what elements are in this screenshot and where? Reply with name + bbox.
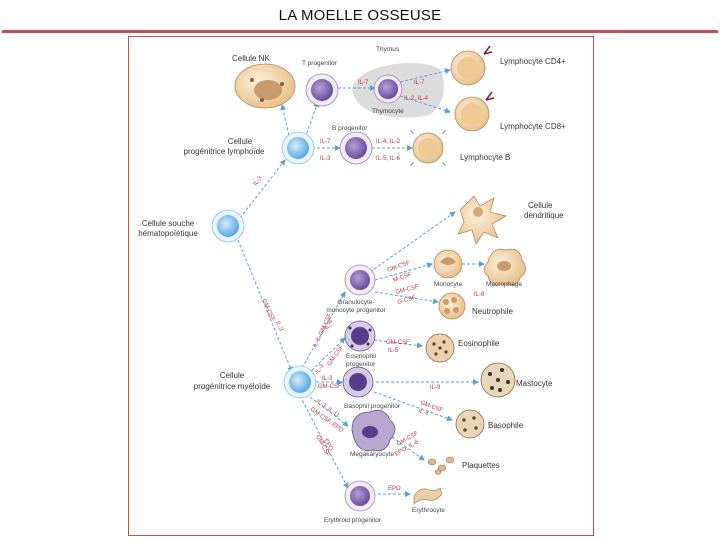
label-cd4: Lymphocyte CD4+ — [500, 57, 566, 66]
cytokine-il7-thy: IL-7 — [414, 80, 425, 86]
arrow-myeloid-to-eos — [307, 337, 346, 375]
cell-b-lymphocyte — [409, 129, 447, 167]
label-eosinophile: Eosinophile — [458, 339, 500, 348]
cell-basophil-progenitor — [342, 366, 374, 398]
cytokine-gmcsf-neut-1: GM-CSF — [395, 284, 420, 296]
label-myeloid-progenitor-1: Cellule — [220, 371, 245, 380]
cytokine-il2-il4: IL-2, IL-4 — [404, 96, 429, 102]
cell-basophile — [455, 409, 485, 439]
arrow-stem-to-lymphoid — [239, 159, 286, 219]
cell-mastocyte — [480, 362, 516, 398]
cell-plaquettes — [427, 456, 455, 475]
label-gm-progenitor-1: Granulocyte- — [337, 299, 374, 306]
cell-eosinophile — [425, 333, 455, 363]
cell-t-progenitor — [305, 73, 339, 107]
cytokine-gmcsf-baso-2: IL-4 — [417, 408, 429, 417]
label-nk: Cellule NK — [232, 54, 270, 63]
cytokine-il7-t: IL-7 — [358, 80, 369, 86]
cytokine-il3-baso-2: GM-CSF — [318, 384, 342, 390]
cytokine-gmcsf-stem-1: GM-CSF — [260, 298, 276, 322]
cytokine-gmcsf-eos-1: GM-CSF — [386, 340, 410, 346]
label-eos-progenitor-2: progenitor — [346, 361, 376, 368]
label-mastocyte: Mastocyte — [516, 379, 553, 388]
arrow-thymocyte-to-cd4 — [399, 68, 451, 83]
arrow-myeloid-to-ery — [299, 395, 349, 489]
cytokine-gmcsf-mono-2: M-CSF — [393, 272, 413, 284]
label-dendritic-1: Cellule — [528, 201, 553, 210]
cell-cd4 — [450, 45, 493, 86]
label-lymphoid-progenitor-1: Cellule — [228, 137, 253, 146]
cytokine-epo: EPO — [388, 486, 401, 492]
arrow-myeloid-to-mega — [305, 393, 349, 427]
cell-monocyte — [433, 249, 463, 279]
label-eos-progenitor-1: Eosinophil — [346, 353, 377, 360]
label-cd8: Lymphocyte CD8+ — [500, 122, 566, 131]
cytokine-gmcsf-stem-2: IL-3 — [274, 320, 284, 333]
arrow-myeloid-to-gm — [301, 291, 346, 369]
arrow-mega-to-plaquettes — [387, 433, 425, 461]
cell-erythroid-progenitor — [344, 480, 376, 512]
label-basophil-progenitor: Basophil progenitor — [344, 403, 401, 410]
label-myeloid-progenitor-2: progénitrice myéloïde — [194, 382, 271, 391]
label-gm-progenitor-2: monocyte progenitor — [326, 307, 386, 314]
cytokine-gmcsf-eos-2: IL-5 — [388, 348, 399, 354]
label-stem-2: hématopoïétique — [138, 229, 198, 238]
label-stem-1: Cellule souche — [142, 219, 195, 228]
cytokine-il3-b: IL-3 — [320, 156, 331, 162]
cytokine-il3-eos-1: IL-3 — [315, 363, 326, 375]
cytokine-gmcsf-ery-2: EPO — [322, 438, 333, 452]
cytokine-il5-il6: IL-5, IL-6 — [376, 156, 401, 162]
cell-b-progenitor — [339, 131, 373, 165]
cell-myeloid-progenitor — [283, 365, 317, 399]
label-erythroid-progenitor: Erythroid progenitor — [324, 517, 382, 524]
label-lymphoid-progenitor-2: progénitrice lymphoïde — [184, 147, 265, 156]
cytokine-il3-gm-2: IL-6 — [324, 318, 334, 331]
arrow-stem-to-myeloid — [237, 239, 293, 373]
label-thymocyte: Thymocyte — [372, 108, 404, 115]
cytokine-il9: IL-9 — [430, 385, 441, 391]
cytokine-il3-eos-2: GM-CSF — [327, 344, 346, 367]
arrow-lymphoid-to-nk — [280, 104, 291, 141]
arrow-gm-to-neutrophile — [374, 291, 439, 305]
label-plaquettes: Plaquettes — [462, 461, 500, 470]
label-erythrocyte: Erythrocyte — [412, 507, 445, 514]
cell-erythrocyte — [413, 487, 443, 505]
title-divider — [2, 30, 718, 33]
label-dendritic-2: dendritique — [524, 211, 564, 220]
label-macrophage: Macrophage — [486, 281, 523, 288]
cell-dendritic — [457, 195, 508, 245]
label-monocyte: Monocyte — [434, 281, 463, 288]
arrow-lymphoid-to-t — [304, 101, 320, 139]
cell-macrophage — [483, 248, 526, 286]
cytokine-il3-stem: IL-3 — [253, 175, 264, 187]
label-megakaryocyte: Megakaryocyte — [350, 451, 394, 458]
cytokine-gmcsf-neut-2: G-CSF — [397, 295, 417, 306]
arrow-baso-to-basophile — [373, 391, 453, 422]
slide-title: LA MOELLE OSSEUSE — [278, 7, 442, 24]
cytokine-il3-gm-1: IL-3, GM-CSF — [312, 312, 333, 349]
arrow-gm-to-dendritic — [369, 211, 456, 273]
label-thymus: Thymus — [376, 46, 400, 53]
arrow-eos-to-eosinophile — [373, 339, 423, 349]
cell-cd8 — [454, 91, 495, 132]
cell-stem — [211, 209, 245, 243]
cytokine-il8: IL-8 — [474, 292, 485, 298]
cell-gm-progenitor — [344, 264, 376, 296]
cell-lymphoid-progenitor — [281, 131, 315, 165]
cell-eosinophil-progenitor — [344, 320, 376, 352]
label-basophile: Basophile — [488, 421, 524, 430]
cytokine-il3-baso-1: IL-3 — [322, 376, 333, 382]
cell-neutrophile — [438, 292, 466, 320]
cytokine-il7-b: IL-7 — [320, 139, 331, 145]
cell-nk — [234, 63, 296, 109]
label-b-progenitor: B progenitor — [332, 125, 368, 132]
label-t-progenitor: T progenitor — [302, 60, 338, 67]
cell-thymocyte — [373, 74, 403, 104]
arrow-thymocyte-to-cd8 — [399, 95, 451, 114]
label-b-lymphocyte: Lymphocyte B — [460, 153, 510, 162]
cytokine-il4-il2: IL-4, IL-2 — [376, 139, 401, 145]
label-neutrophile: Neutrophile — [472, 307, 513, 316]
cell-megakaryocyte — [351, 409, 396, 452]
